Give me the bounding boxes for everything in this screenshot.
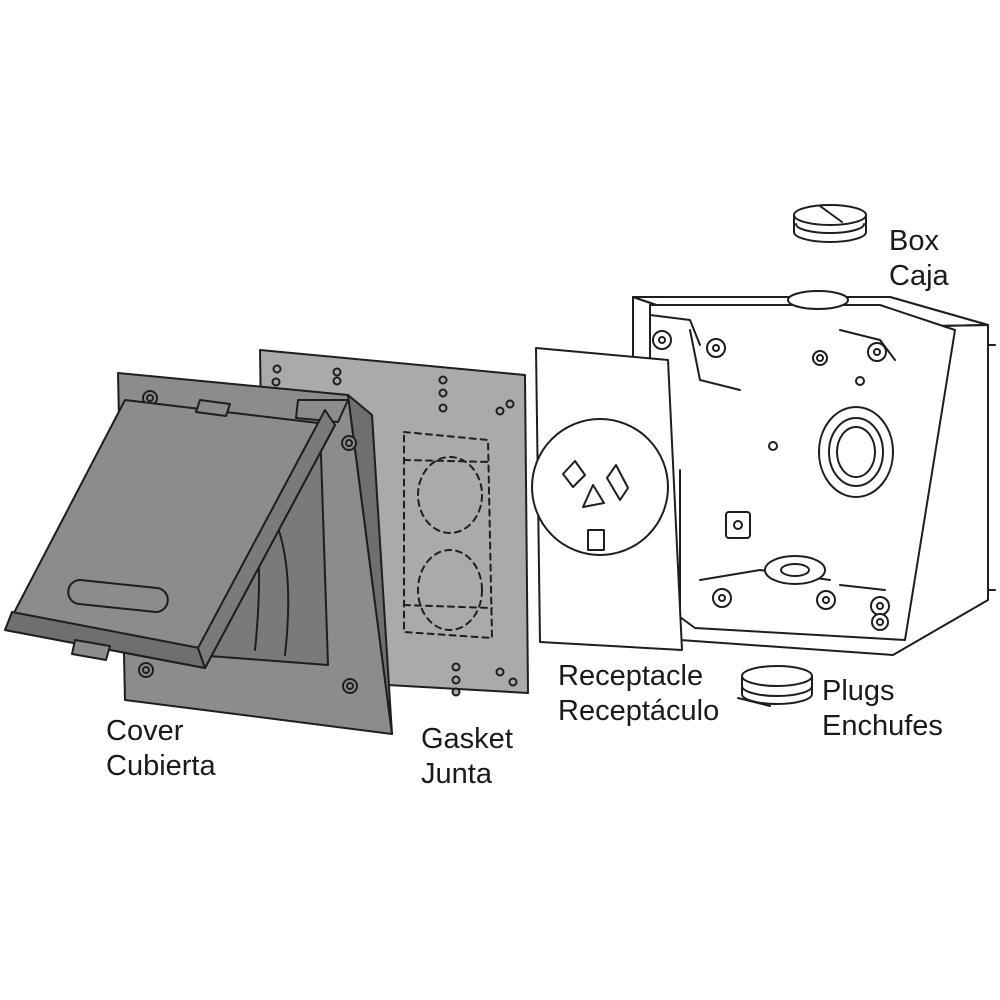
box-label-es: Caja <box>889 260 949 292</box>
box-part <box>632 290 996 656</box>
gasket-label: Gasket Junta <box>421 722 513 792</box>
cover-label-en: Cover <box>106 715 184 747</box>
cover-label: Cover Cubierta <box>106 714 216 784</box>
plug-top <box>793 204 867 243</box>
gasket-label-en: Gasket <box>421 723 513 755</box>
box-label: Box Caja <box>889 224 949 294</box>
receptacle-label: Receptacle Receptáculo <box>558 659 719 729</box>
receptacle-part <box>531 347 683 651</box>
plug-bottom <box>737 665 813 707</box>
plugs-label-en: Plugs <box>822 675 895 707</box>
plugs-label-es: Enchufes <box>822 710 943 742</box>
cover-label-es: Cubierta <box>106 750 216 782</box>
receptacle-label-en: Receptacle <box>558 660 704 692</box>
receptacle-label-es: Receptáculo <box>558 695 720 727</box>
gasket-label-es: Junta <box>421 758 492 790</box>
plugs-label: Plugs Enchufes <box>822 674 943 744</box>
box-label-en: Box <box>889 225 939 257</box>
cover-part <box>4 372 393 735</box>
